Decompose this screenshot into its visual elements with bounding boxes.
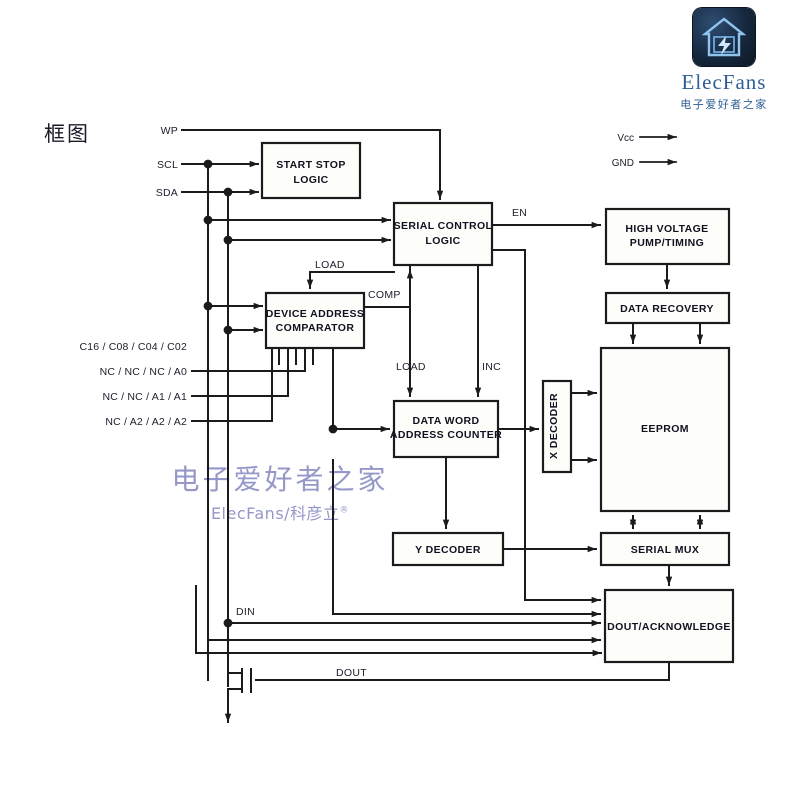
page-title: 框图 xyxy=(44,118,90,148)
start-stop-logic-box[interactable] xyxy=(260,141,362,200)
logo-wordmark: ElecFans xyxy=(681,70,767,94)
serial-control-logic-label-line2: LOGIC xyxy=(425,235,460,247)
wp-net xyxy=(181,129,444,200)
address-pin-wires xyxy=(191,347,306,422)
wp-label: WP xyxy=(161,125,178,137)
x-decoder-label: X DECODER xyxy=(548,393,560,459)
junction-dot xyxy=(203,215,213,225)
load-top-net: LOAD xyxy=(306,259,395,289)
power-pins-group: Vcc GND xyxy=(612,133,677,169)
junction-dot xyxy=(223,618,233,628)
input-pin-labels: WP SCL SDA xyxy=(156,125,178,199)
address-pin-labels: C16 / C08 / C04 / C02 NC / NC / NC / A0 … xyxy=(79,341,187,428)
a2-wire xyxy=(191,347,273,422)
gnd-label: GND xyxy=(612,158,634,169)
block-data-word-address-counter[interactable]: DATA WORD ADDRESS COUNTER xyxy=(390,399,502,459)
en-label: EN xyxy=(512,207,527,219)
serial-control-logic-label-line1: SERIAL CONTROL xyxy=(394,220,493,232)
block-y-decoder[interactable]: Y DECODER xyxy=(391,531,505,567)
block-device-address-comparator[interactable]: DEVICE ADDRESS COMPARATOR xyxy=(264,291,366,350)
start-stop-logic-label-line2: LOGIC xyxy=(293,174,328,186)
data-recovery-label: DATA RECOVERY xyxy=(620,303,714,315)
serialctrl-doutack-wire xyxy=(491,249,601,604)
junction-dot xyxy=(203,159,213,169)
block-serial-mux[interactable]: SERIAL MUX xyxy=(599,531,731,567)
eeprom-box[interactable] xyxy=(599,346,731,513)
comp-label: COMP xyxy=(368,289,401,301)
scl-label: SCL xyxy=(157,159,178,171)
eeprom-serialmux-net xyxy=(629,515,704,529)
page-title-text: 框图 xyxy=(44,122,90,146)
start-stop-logic-label-line1: START STOP xyxy=(276,159,346,171)
en-net: EN xyxy=(491,207,601,229)
a1-wire xyxy=(191,347,289,397)
vcc-label: Vcc xyxy=(617,133,634,144)
dout-label: DOUT xyxy=(336,667,367,679)
device-address-comparator-label-line1: DEVICE ADDRESS xyxy=(266,308,365,320)
load-mid-net: LOAD xyxy=(396,264,426,397)
load-top-label: LOAD xyxy=(315,259,345,271)
logo-subtitle: 电子爱好者之家 xyxy=(680,98,768,111)
address-pin-row-3: NC / A2 / A2 / A2 xyxy=(105,416,187,428)
house-lightning-icon xyxy=(693,8,755,66)
inc-net: INC xyxy=(474,264,501,397)
output-mosfet xyxy=(224,668,252,723)
address-pin-row-2: NC / NC / A1 / A1 xyxy=(102,391,187,403)
dout-acknowledge-label: DOUT/ACKNOWLEDGE xyxy=(607,621,731,633)
data-word-address-counter-label-line2: ADDRESS COUNTER xyxy=(390,429,502,441)
block-dout-acknowledge[interactable]: DOUT/ACKNOWLEDGE xyxy=(603,588,735,664)
elecfans-logo: ElecFans 电子爱好者之家 xyxy=(656,8,792,112)
load-top-wire xyxy=(306,271,395,289)
load-mid-label: LOAD xyxy=(396,361,426,373)
data-recovery-box[interactable] xyxy=(604,291,731,325)
house-lightning-glyph xyxy=(702,17,746,57)
address-pin-row-1: NC / NC / NC / A0 xyxy=(100,366,187,378)
device-address-comparator-label-line2: COMPARATOR xyxy=(276,322,355,334)
high-voltage-pump-label-line1: HIGH VOLTAGE xyxy=(625,223,708,235)
bottom-return-wire xyxy=(195,585,602,657)
datarecovery-to-eeprom xyxy=(629,322,704,344)
block-data-recovery[interactable]: DATA RECOVERY xyxy=(604,291,731,325)
x-decoder-box[interactable] xyxy=(541,379,573,474)
junction-dot xyxy=(328,424,338,434)
block-start-stop-logic[interactable]: START STOP LOGIC xyxy=(260,141,362,200)
a0-wire xyxy=(191,347,306,372)
inc-label: INC xyxy=(482,361,501,373)
high-voltage-pump-label-line2: PUMP/TIMING xyxy=(630,237,704,249)
xdecoder-to-eeprom xyxy=(570,389,597,464)
eeprom-label: EEPROM xyxy=(641,423,689,435)
block-high-voltage-pump-timing[interactable]: HIGH VOLTAGE PUMP/TIMING xyxy=(604,207,731,266)
dout-acknowledge-box[interactable] xyxy=(603,588,735,664)
comp-net: COMP xyxy=(363,269,414,308)
bus-lines-to-doutack xyxy=(207,459,601,644)
wp-wire xyxy=(181,129,444,200)
junction-dot xyxy=(203,301,213,311)
y-decoder-box[interactable] xyxy=(391,531,505,567)
dout-wire xyxy=(255,661,670,681)
block-serial-control-logic[interactable]: SERIAL CONTROL LOGIC xyxy=(392,201,494,267)
serialctrl-to-doutack-net xyxy=(491,249,601,604)
serial-mux-box[interactable] xyxy=(599,531,731,567)
serial-control-logic-box[interactable] xyxy=(392,201,494,267)
data-word-address-counter-label-line1: DATA WORD xyxy=(413,415,480,427)
serial-mux-label: SERIAL MUX xyxy=(631,544,700,556)
sda-label: SDA xyxy=(156,187,178,199)
dout-net: DOUT xyxy=(255,661,670,681)
y-decoder-label: Y DECODER xyxy=(415,544,481,556)
devaddr-bottom-taps xyxy=(278,347,334,430)
din-label: DIN xyxy=(236,606,255,618)
address-pins-header: C16 / C08 / C04 / C02 xyxy=(79,341,187,353)
din-net: DIN xyxy=(223,606,601,628)
bottom-return-net xyxy=(195,585,602,657)
scl-net xyxy=(181,159,391,681)
block-eeprom[interactable]: EEPROM xyxy=(599,346,731,513)
junction-dot xyxy=(223,235,233,245)
counter-input-net xyxy=(328,424,390,434)
sda-net xyxy=(181,187,391,687)
block-x-decoder[interactable]: X DECODER xyxy=(541,379,573,474)
junction-dot xyxy=(223,325,233,335)
junction-dot xyxy=(223,187,233,197)
device-address-comparator-box[interactable] xyxy=(264,291,366,350)
